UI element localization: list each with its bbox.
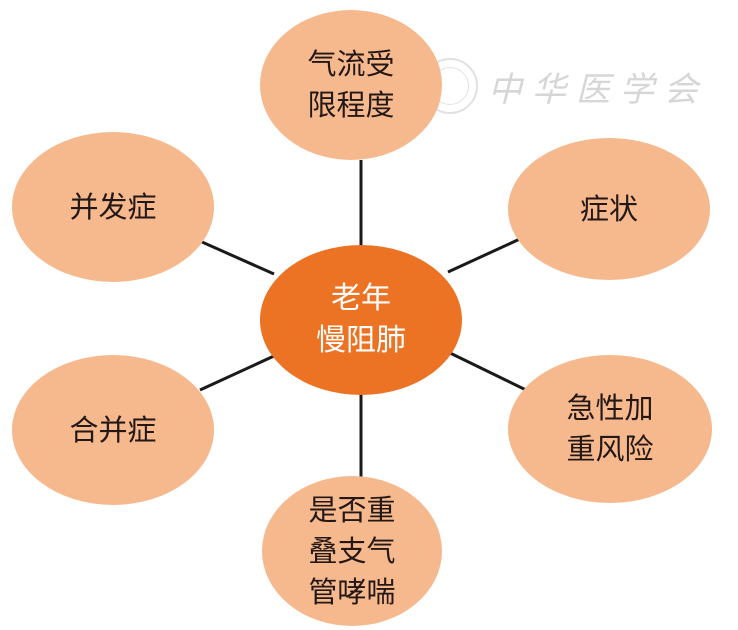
center-label: 老年 慢阻肺	[316, 281, 406, 358]
node-label: 是否重 叠支气 管哮喘	[308, 492, 396, 609]
node-symptoms: 症状	[508, 138, 710, 280]
node-label: 症状	[579, 191, 638, 226]
center-node: 老年 慢阻肺	[260, 245, 462, 395]
watermark: 中华医学会	[422, 58, 708, 114]
node-label: 并发症	[69, 189, 157, 224]
node-exacerbation-risk: 急性加 重风险	[508, 355, 712, 503]
link-comorbidity	[199, 354, 275, 392]
node-asthma-overlap: 是否重 叠支气 管哮喘	[262, 476, 442, 626]
watermark-text: 中华医学会	[488, 69, 708, 110]
node-comorbidity: 合并症	[12, 355, 214, 505]
link-complications	[201, 240, 275, 276]
link-symptoms	[447, 236, 523, 274]
node-label: 合并症	[69, 412, 157, 447]
node-complications: 并发症	[12, 132, 214, 282]
link-exacerbation-risk	[447, 350, 527, 392]
node-label: 气流受 限程度	[307, 47, 395, 122]
node-label: 急性加 重风险	[566, 391, 654, 466]
node-airflow: 气流受 限程度	[260, 10, 442, 160]
